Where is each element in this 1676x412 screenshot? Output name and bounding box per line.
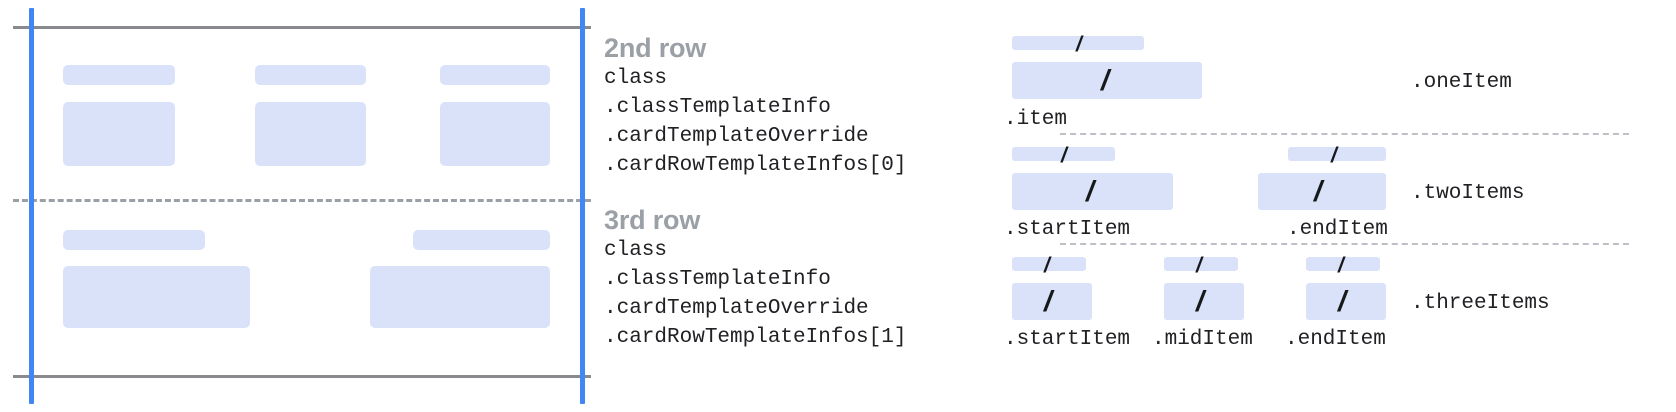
- slash-glyph: /: [1314, 176, 1323, 208]
- item-slot: / /: [1012, 33, 1202, 121]
- placeholder-content-block: [63, 266, 250, 328]
- annotation-line: .cardTemplateOverride: [604, 297, 869, 320]
- placeholder-label-bar: [413, 230, 550, 250]
- slot-top-bar: [1012, 147, 1115, 161]
- slash-glyph: /: [1196, 286, 1205, 318]
- variant-group-label: .oneItem: [1411, 71, 1512, 94]
- item-slot-label: .endItem: [1287, 218, 1388, 241]
- annotation-3rd-row: 3rd row class .classTemplateInfo .cardTe…: [604, 204, 906, 352]
- placeholder-label-bar: [440, 65, 550, 85]
- annotation-line: class: [604, 239, 668, 262]
- variant-group-divider: [1060, 133, 1629, 135]
- diagram-top-rule: [13, 26, 591, 29]
- slot-top-bar: [1012, 36, 1144, 50]
- slot-top-bar: [1164, 257, 1238, 271]
- annotation-line: .classTemplateInfo: [604, 96, 831, 119]
- variant-group-label: .twoItems: [1411, 182, 1525, 205]
- diagram-row-divider: [13, 199, 591, 202]
- slash-glyph: /: [1076, 33, 1082, 56]
- annotation-title: 2nd row: [604, 33, 707, 63]
- slot-top-bar: [1288, 147, 1386, 161]
- slot-top-bar: [1012, 257, 1086, 271]
- slash-glyph: /: [1044, 286, 1053, 318]
- left-diagram: [0, 0, 600, 412]
- placeholder-content-block: [63, 102, 175, 166]
- slot-main-bar: [1164, 283, 1244, 320]
- item-slot: / /: [1012, 254, 1092, 342]
- slot-main-bar: [1012, 173, 1173, 210]
- annotation-line: .classTemplateInfo: [604, 268, 831, 291]
- item-slot: / /: [1258, 144, 1386, 232]
- item-slot: / /: [1306, 254, 1386, 342]
- slot-main-bar: [1258, 173, 1386, 210]
- slot-main-bar: [1306, 283, 1386, 320]
- slash-glyph: /: [1086, 176, 1095, 208]
- diagram-right-guide: [580, 8, 585, 404]
- annotation-line: .cardRowTemplateInfos[0]: [604, 154, 907, 177]
- item-slot-label: .startItem: [1004, 218, 1131, 241]
- variant-group-label: .threeItems: [1411, 292, 1550, 315]
- slot-main-bar: [1012, 283, 1092, 320]
- slash-glyph: /: [1338, 254, 1344, 277]
- diagram-left-guide: [29, 8, 34, 404]
- diagram-bottom-rule: [13, 375, 591, 378]
- annotation-2nd-row: 2nd row class .classTemplateInfo .cardTe…: [604, 32, 906, 180]
- slash-glyph: /: [1044, 254, 1050, 277]
- item-slot-label: .midItem: [1152, 328, 1253, 351]
- placeholder-content-block: [440, 102, 550, 166]
- annotation-line: .cardRowTemplateInfos[1]: [604, 326, 907, 349]
- placeholder-content-block: [255, 102, 366, 166]
- slash-glyph: /: [1061, 144, 1067, 167]
- placeholder-label-bar: [255, 65, 366, 85]
- item-slot-label: .startItem: [1004, 328, 1131, 351]
- item-slot: / /: [1164, 254, 1244, 342]
- annotation-line: class: [604, 67, 668, 90]
- item-slot: / /: [1012, 144, 1173, 232]
- annotation-title: 3rd row: [604, 205, 701, 235]
- item-slot-label: .item: [1004, 108, 1068, 131]
- slash-glyph: /: [1338, 286, 1347, 318]
- item-slot-label: .endItem: [1285, 328, 1386, 351]
- slot-top-bar: [1306, 257, 1380, 271]
- slash-glyph: /: [1331, 144, 1337, 167]
- slash-glyph: /: [1196, 254, 1202, 277]
- placeholder-label-bar: [63, 65, 175, 85]
- variant-group-divider: [1060, 243, 1629, 245]
- placeholder-label-bar: [63, 230, 205, 250]
- annotation-line: .cardTemplateOverride: [604, 125, 869, 148]
- placeholder-content-block: [370, 266, 550, 328]
- slot-main-bar: [1012, 62, 1202, 99]
- slash-glyph: /: [1101, 65, 1110, 97]
